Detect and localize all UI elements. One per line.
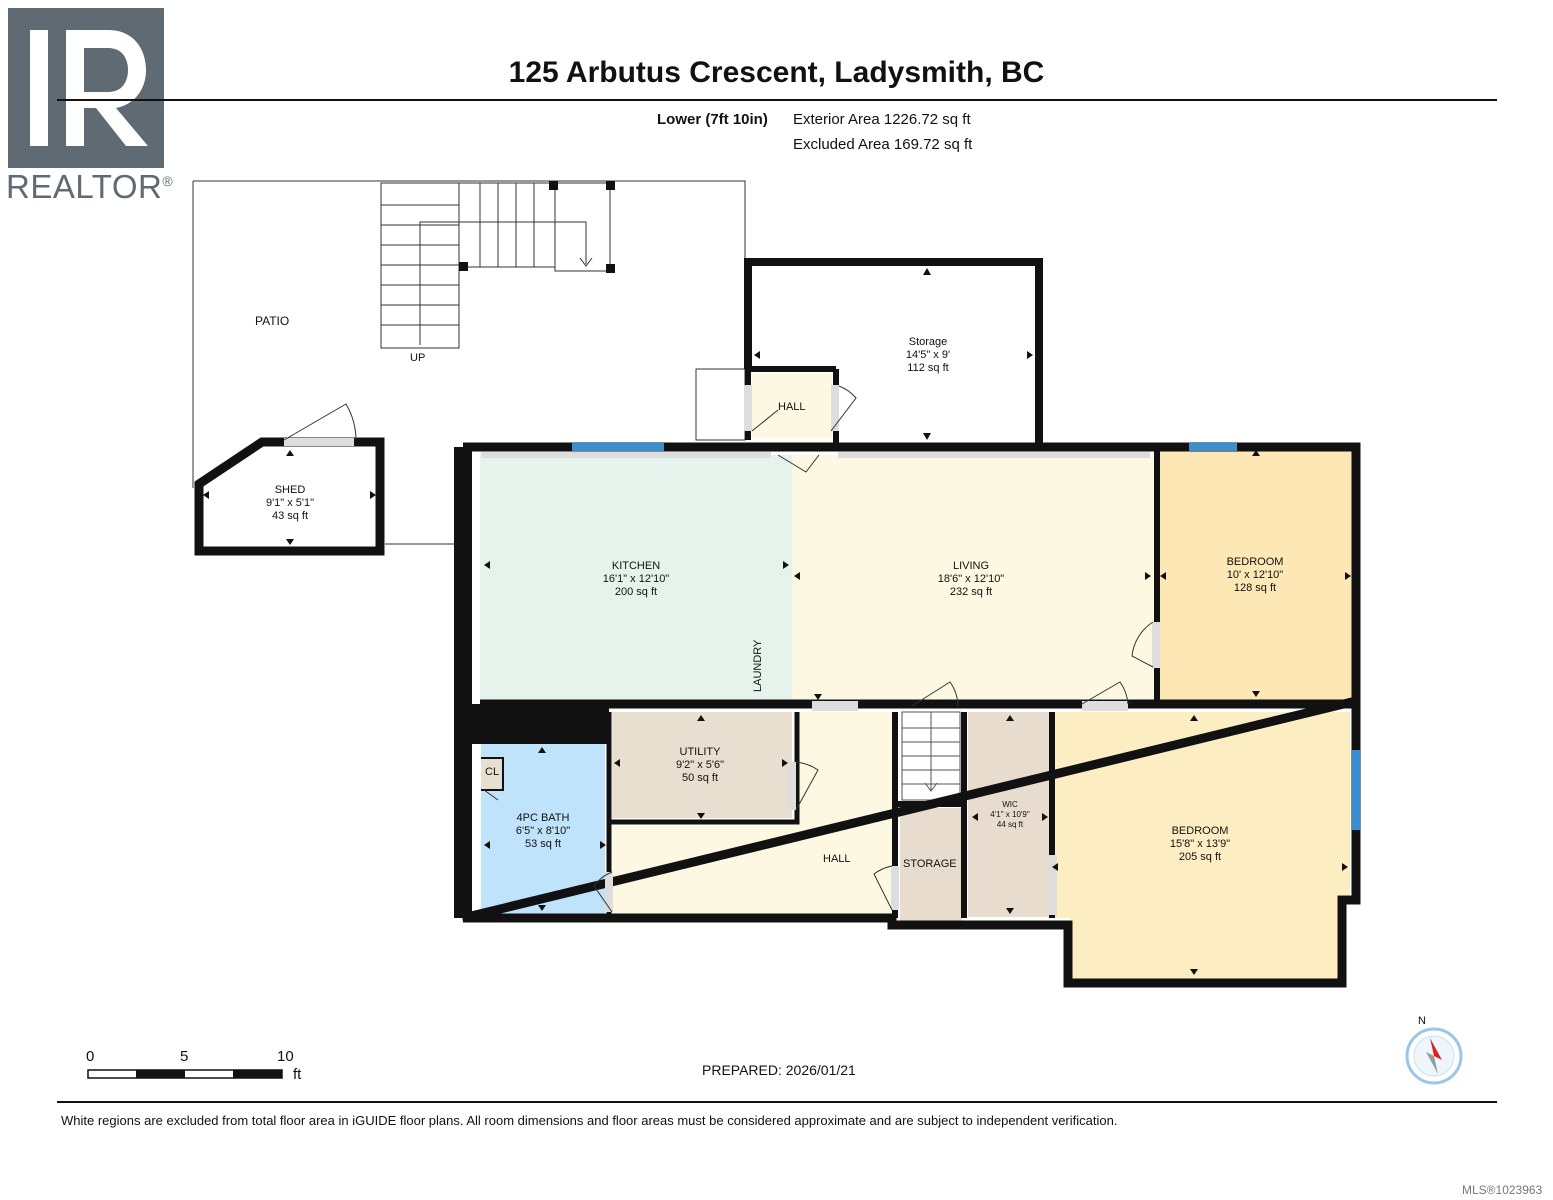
room-storage-top: Storage 14'5" x 9' 112 sq ft [905, 336, 951, 374]
utility-fill [612, 712, 792, 818]
compass-icon [1405, 1027, 1463, 1085]
room-kitchen: KITCHEN 16'1" x 12'10" 200 sq ft [602, 560, 670, 598]
room-wic: WIC 4'1" x 10'9" 44 sq ft [990, 800, 1030, 829]
disclaimer-text: White regions are excluded from total fl… [61, 1113, 1118, 1128]
room-utility: UTILITY 9'2" x 5'6" 50 sq ft [675, 746, 725, 784]
dimension-arrows [203, 268, 1351, 975]
floor-label: Lower (7ft 10in) [657, 111, 768, 128]
patio-label: PATIO [255, 314, 290, 328]
openings [284, 385, 1160, 915]
page-title: 125 Arbutus Crescent, Ladysmith, BC [508, 56, 1045, 89]
windows [572, 443, 1360, 830]
kitchen-fill [480, 455, 792, 700]
header-divider [57, 99, 1497, 101]
room-storage-small: STORAGE [903, 858, 957, 870]
room-hall-bottom: HALL [823, 853, 851, 865]
realtor-logo [8, 8, 164, 168]
scale-bar [87, 1069, 283, 1079]
stair-posts [459, 181, 615, 273]
scale-unit: ft [293, 1066, 302, 1083]
scale-tick-10: 10 [277, 1048, 294, 1065]
room-bedroom-1: BEDROOM 10' x 12'10" 128 sq ft [1226, 556, 1284, 594]
scale-tick-5: 5 [180, 1048, 189, 1065]
closet-label: CL [485, 766, 500, 778]
hall-top-fill [752, 374, 832, 438]
laundry-label: LAUNDRY [752, 639, 764, 692]
realtor-r-icon [8, 8, 164, 168]
compass-north-label: N [1418, 1015, 1426, 1027]
exterior-area: Exterior Area 1226.72 sq ft [793, 111, 971, 128]
prepared-date: PREPARED: 2026/01/21 [702, 1062, 856, 1078]
stairs-up-label: UP [410, 352, 426, 364]
living-fill [792, 455, 1158, 700]
realtor-wordmark: REALTOR® [6, 168, 174, 205]
closet-fill [481, 758, 501, 790]
room-living: LIVING 18'6" x 12'10" 232 sq ft [937, 560, 1005, 598]
scale-tick-0: 0 [86, 1048, 95, 1065]
room-bedroom-2: BEDROOM 15'8" x 13'9" 205 sq ft [1169, 825, 1231, 863]
wic-fill [968, 712, 1050, 917]
storage-small-fill [900, 808, 962, 922]
walls [194, 258, 1361, 988]
bedroom2-fill [1055, 712, 1350, 980]
room-4pc-bath: 4PC BATH 6'5" x 8'10" 53 sq ft [515, 812, 571, 850]
mls-number: MLS®1023963 [1462, 1183, 1543, 1197]
inner-stairs-up-label: UP [922, 698, 938, 710]
inner-stairs [901, 711, 961, 801]
room-hall-top: HALL [778, 401, 806, 413]
excluded-area: Excluded Area 169.72 sq ft [793, 136, 973, 153]
exterior-stairs [380, 182, 611, 349]
room-shed: SHED 9'1" x 5'1" 43 sq ft [265, 484, 315, 522]
footer-divider [57, 1101, 1497, 1103]
bedroom1-fill [1158, 450, 1353, 700]
door-swings [283, 385, 1154, 913]
bath-wall-mass [463, 704, 609, 744]
